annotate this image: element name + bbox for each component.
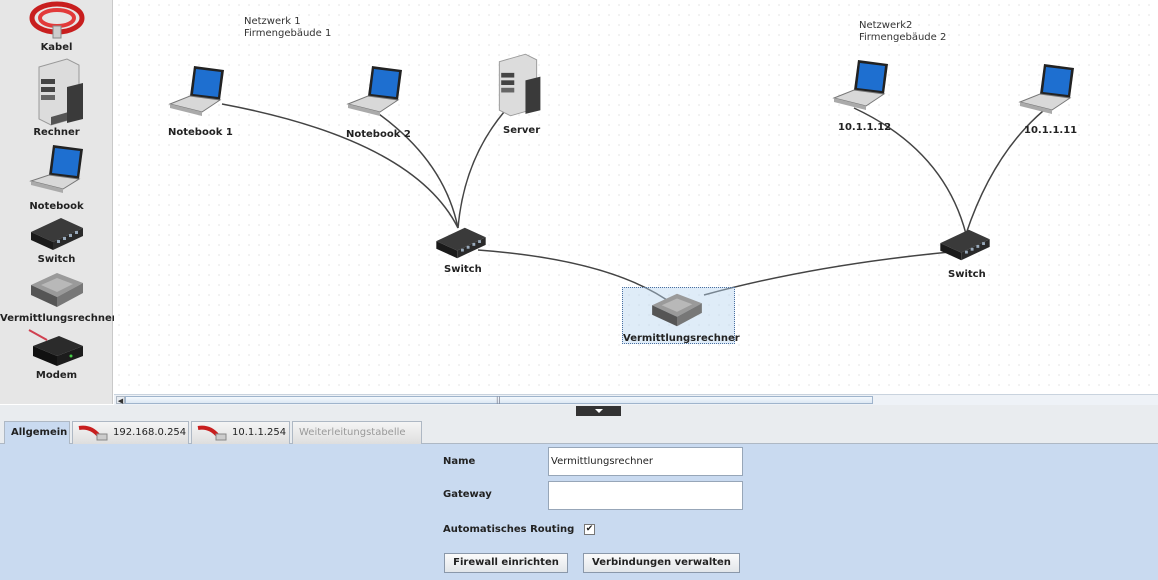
name-field[interactable]: Vermittlungsrechner (548, 447, 743, 476)
panel-splitter[interactable] (0, 405, 1158, 417)
cable-icon (78, 425, 108, 441)
node-label-server[interactable]: Server (503, 125, 541, 136)
cable-host12-switch2 (853, 107, 967, 235)
node-label-switch2[interactable]: Switch (948, 269, 986, 280)
tab-label: Allgemein (11, 427, 68, 438)
cable-icon (197, 425, 227, 441)
palette-item-modem[interactable]: Modem (0, 328, 113, 381)
network-canvas[interactable]: Netzwerk 1 Firmengebäude 1 Netzwerk2 Fir… (114, 0, 1158, 394)
computer-icon (38, 58, 83, 126)
node-label-host12[interactable]: 10.1.1.12 (838, 122, 892, 133)
cable-icon (29, 1, 84, 39)
palette-label-switch: Switch (37, 254, 76, 265)
scrollbar-thumb[interactable]: || (125, 396, 873, 404)
tab-label: Weiterleitungstabelle (299, 427, 406, 438)
gateway-field[interactable] (548, 481, 743, 510)
note-1-line2: Firmengebäude 1 (244, 28, 332, 39)
node-label-switch1[interactable]: Switch (444, 264, 482, 275)
palette-item-cable[interactable]: Kabel (0, 0, 113, 53)
cable-notebook1-switch1 (221, 103, 459, 229)
note-2-line2: Firmengebäude 2 (859, 32, 947, 43)
scroll-left-button[interactable]: ◀ (116, 396, 125, 405)
tab-label: 10.1.1.254 (232, 427, 287, 438)
palette-label-modem: Modem (35, 370, 78, 381)
collapse-panel-button[interactable] (576, 406, 621, 416)
gateway-label: Gateway (443, 489, 492, 500)
modem-icon (28, 329, 83, 366)
palette-item-switch[interactable]: Switch (0, 214, 113, 265)
grip-icon: || (496, 396, 501, 404)
node-label-notebook1[interactable]: Notebook 1 (168, 127, 233, 138)
name-label: Name (443, 456, 476, 467)
properties-tab-bar: Allgemein 192.168.0.254 10.1.1.254 Weite… (0, 417, 1158, 445)
note-1-line1: Netzwerk 1 (244, 16, 301, 27)
tab-weiterleitungstabelle[interactable]: Weiterleitungstabelle (292, 421, 422, 444)
router-icon[interactable] (646, 288, 708, 332)
notebook-icon[interactable] (166, 64, 230, 120)
cable-server-switch1 (457, 111, 505, 229)
component-palette: Kabel Rechner Notebook (0, 0, 117, 404)
network-note-2[interactable]: Netzwerk2 Firmengebäude 2 (859, 20, 946, 44)
routing-label: Automatisches Routing (443, 524, 575, 535)
manage-connections-button[interactable]: Verbindungen verwalten (583, 553, 740, 573)
notebook-icon[interactable] (830, 58, 894, 114)
tab-interface-192-168-0-254[interactable]: 192.168.0.254 (72, 421, 189, 444)
network-note-1[interactable]: Netzwerk 1 Firmengebäude 1 (244, 16, 331, 40)
note-2-line1: Netzwerk2 (859, 20, 913, 31)
palette-item-computer[interactable]: Rechner (0, 57, 113, 138)
notebook-icon[interactable] (1016, 62, 1080, 118)
notebook-icon[interactable] (344, 64, 408, 120)
server-icon[interactable] (490, 50, 546, 120)
chevron-down-icon (595, 409, 603, 413)
firewall-button[interactable]: Firewall einrichten (444, 553, 568, 573)
palette-label-cable: Kabel (40, 42, 73, 53)
tab-label: 192.168.0.254 (113, 427, 187, 438)
palette-item-notebook[interactable]: Notebook (0, 141, 113, 212)
tab-allgemein[interactable]: Allgemein (4, 421, 70, 445)
palette-label-computer: Rechner (33, 127, 80, 138)
node-label-notebook2[interactable]: Notebook 2 (346, 129, 411, 140)
automatic-routing-checkbox[interactable]: ✔ (584, 524, 595, 535)
switch-icon[interactable] (936, 226, 994, 264)
notebook-icon (28, 145, 83, 193)
palette-item-router[interactable]: Vermittlungsrechner (0, 267, 117, 324)
cable-host11-switch2 (965, 105, 1050, 235)
properties-panel: Name Vermittlungsrechner Gateway Automat… (0, 444, 1158, 580)
palette-label-router: Vermittlungsrechner (0, 313, 117, 324)
horizontal-scrollbar[interactable]: ◀ || (114, 394, 1158, 405)
node-label-router[interactable]: Vermittlungsrechner (623, 333, 740, 344)
cable-router-switch2 (703, 251, 951, 296)
cable-notebook2-switch1 (375, 111, 459, 229)
node-label-host11[interactable]: 10.1.1.11 (1024, 125, 1078, 136)
palette-label-notebook: Notebook (29, 201, 84, 212)
switch-icon (30, 218, 83, 250)
switch-icon[interactable] (432, 224, 490, 262)
tab-interface-10-1-1-254[interactable]: 10.1.1.254 (191, 421, 290, 444)
router-icon (30, 273, 83, 307)
cable-switch1-router (477, 249, 675, 306)
